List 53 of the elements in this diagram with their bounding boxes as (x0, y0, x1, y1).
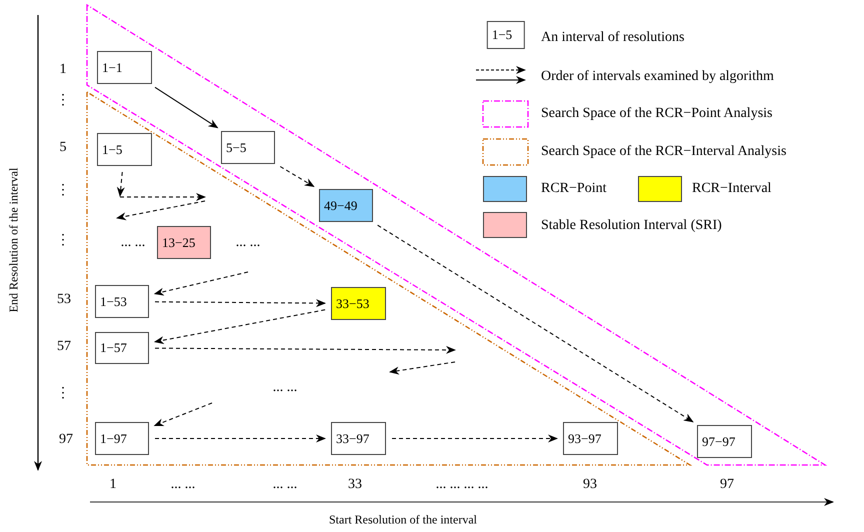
interval-box: 1−1 (97, 51, 152, 84)
axis-tick-label: 5 (60, 140, 66, 156)
search-space-region (87, 5, 825, 465)
legend-text: RCR−Point (541, 181, 606, 197)
interval-box: 1−53 (95, 285, 149, 318)
interval-box: 1−57 (95, 332, 149, 364)
arrow (154, 309, 326, 344)
interval-box: 13−25 (157, 226, 211, 259)
axis-tick-label: 97 (59, 432, 73, 448)
legend-sample: 1−5 (486, 21, 526, 49)
interval-box: 1−5 (97, 133, 152, 166)
arrow (154, 272, 248, 296)
interval-box: 93−97 (563, 422, 618, 455)
arrow (392, 434, 558, 442)
axis-tick-label: 97 (720, 477, 734, 493)
arrow (154, 402, 212, 426)
ellipsis: ... ... (236, 235, 260, 251)
interval-box: 33−97 (331, 422, 386, 455)
ellipsis: ⋮ (56, 182, 70, 199)
ellipsis: ⋮ (56, 232, 70, 249)
legend-text: Stable Resolution Interval (SRI) (541, 218, 722, 234)
arrow (377, 224, 694, 422)
ellipsis: ... ... ... ... (436, 477, 488, 493)
interval-box: 33−53 (331, 287, 386, 320)
ellipsis: ⋮ (56, 385, 70, 402)
legend-text: RCR−Interval (692, 181, 772, 197)
legend-text: An interval of resolutions (541, 30, 684, 46)
ellipsis: ... ... (272, 477, 298, 493)
interval-box: 97−97 (697, 425, 752, 458)
legend-text: Search Space of the RCR−Interval Analysis (541, 144, 786, 160)
arrow (116, 172, 125, 197)
arrow (154, 434, 326, 442)
interval-box: 49−49 (319, 189, 373, 222)
arrow (154, 86, 218, 128)
interval-box: 1−97 (95, 422, 149, 455)
arrow (280, 166, 315, 187)
ellipsis: ... ... (170, 477, 196, 493)
legend-text: Search Space of the RCR−Point Analysis (541, 106, 772, 122)
arrow (154, 346, 456, 354)
legend-text: Order of intervals examined by algorithm (541, 69, 774, 85)
ellipsis: ... ... (120, 235, 146, 251)
arrow (154, 299, 326, 308)
axis-tick-label: 93 (583, 477, 597, 493)
ellipsis: ... ... (272, 380, 298, 396)
axis-tick-label: 53 (57, 292, 71, 308)
axis-title: End Resolution of the interval (6, 168, 22, 312)
axis-title: Start Resolution of the interval (329, 512, 477, 528)
interval-box: 5−5 (221, 131, 275, 164)
ellipsis: ⋮ (56, 92, 70, 109)
axis-tick-label: 1 (110, 477, 116, 493)
axis-tick-label: 33 (348, 477, 362, 493)
axis-tick-label: 1 (60, 62, 66, 78)
axis-tick-label: 57 (57, 339, 71, 355)
